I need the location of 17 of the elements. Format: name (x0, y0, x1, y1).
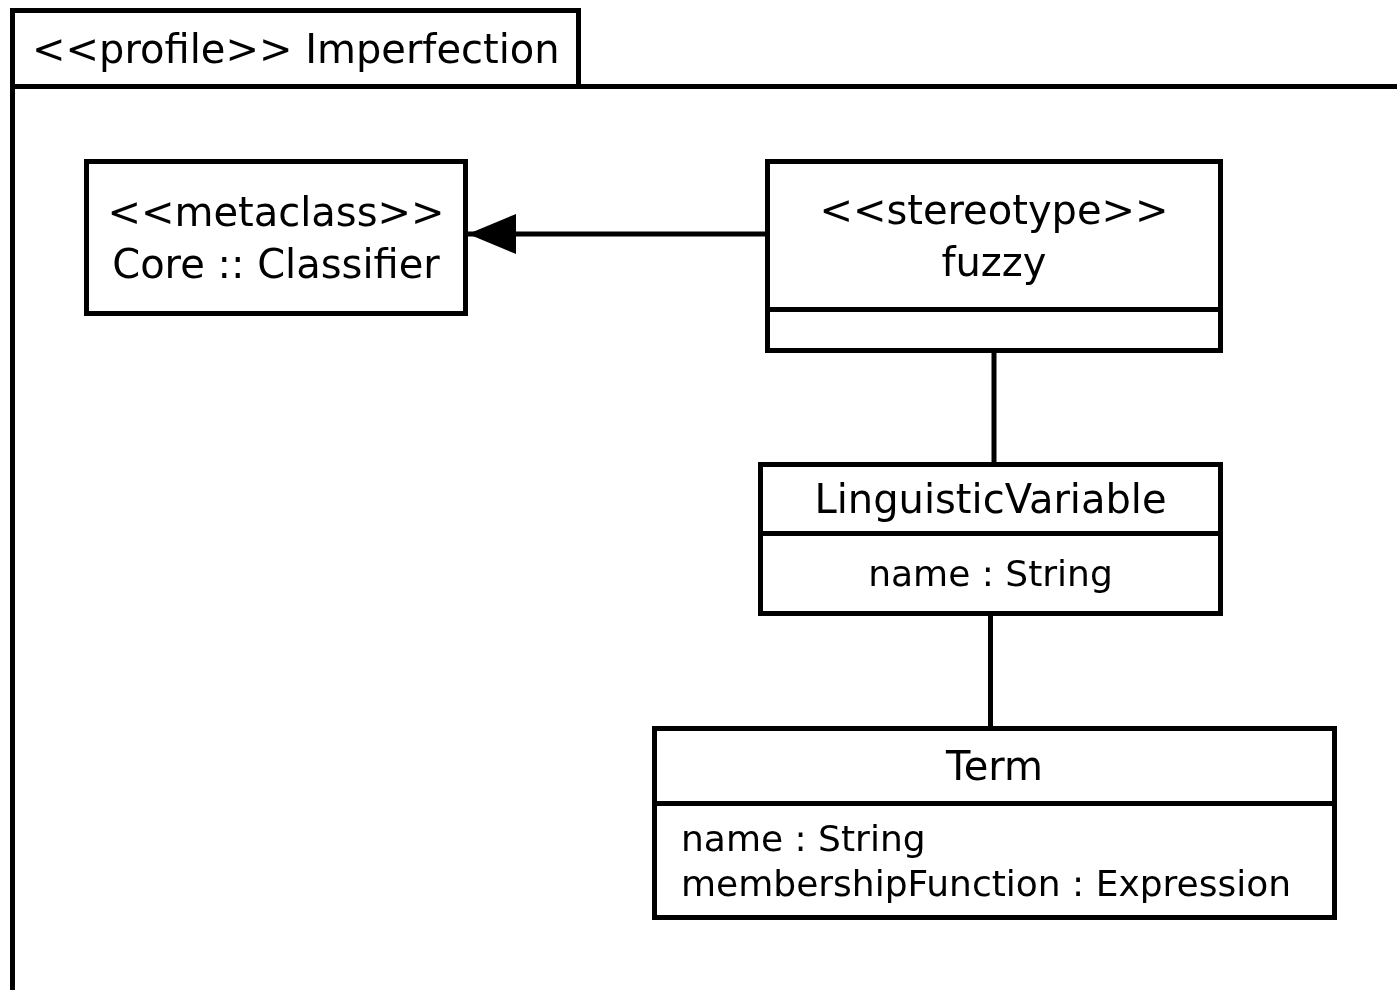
stereotype-box (765, 159, 1223, 353)
attribute: name : String (681, 816, 926, 861)
association-line (991, 353, 997, 462)
stereotype-label: <<metaclass>> (107, 187, 445, 237)
class-box (758, 462, 1223, 616)
stereotype-label: <<stereotype>> (819, 185, 1169, 235)
class-name: LinguisticVariable (814, 475, 1167, 523)
metaclass-box (84, 159, 468, 316)
package-frame (10, 8, 1397, 990)
generalization-arrow (468, 214, 765, 254)
association-line (988, 616, 993, 726)
class-box (652, 726, 1337, 920)
class-name: Term (946, 742, 1043, 790)
attribute: name : String (868, 552, 1113, 596)
class-name: Core :: Classifier (112, 239, 440, 289)
attribute: membershipFunction : Expression (681, 861, 1292, 906)
stereotype-name: fuzzy (941, 237, 1047, 287)
